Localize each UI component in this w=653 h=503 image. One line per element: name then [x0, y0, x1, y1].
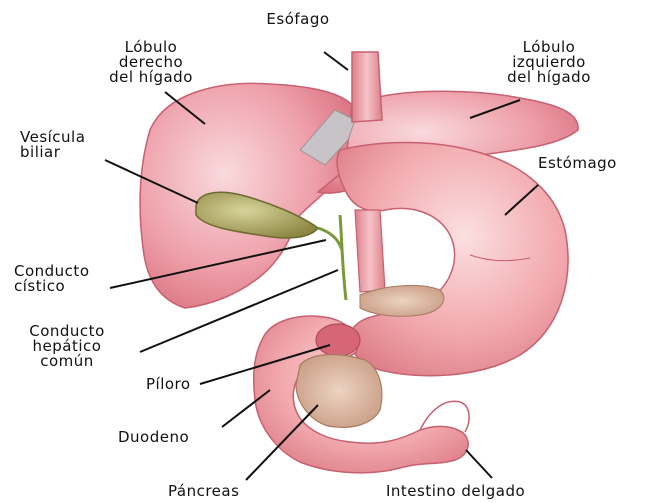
label-estomago: Estómago	[538, 156, 617, 171]
label-lobulo-derecho: Lóbulo derecho del hígado	[96, 40, 206, 85]
cystic-duct	[318, 228, 342, 250]
leader-intestino	[466, 450, 492, 478]
label-lobulo-izquierdo: Lóbulo izquierdo del hígado	[494, 40, 604, 85]
label-vesicula: Vesícula biliar	[20, 130, 85, 160]
label-piloro: Píloro	[146, 377, 191, 392]
label-pancreas: Páncreas	[168, 484, 239, 499]
hepatic-duct	[340, 215, 346, 300]
pylorus-organ	[316, 324, 360, 356]
esophagus-tube	[352, 52, 382, 122]
leader-esofago	[324, 52, 348, 70]
central-vessel	[355, 210, 385, 292]
pancreas-head	[296, 355, 382, 428]
label-duodeno: Duodeno	[118, 430, 189, 445]
label-conducto-cistico: Conducto cístico	[14, 264, 90, 294]
label-esofago: Esófago	[248, 12, 348, 27]
label-conducto-hepatico: Conducto hepático común	[2, 324, 132, 369]
label-intestino-delgado: Intestino delgado	[386, 484, 525, 499]
